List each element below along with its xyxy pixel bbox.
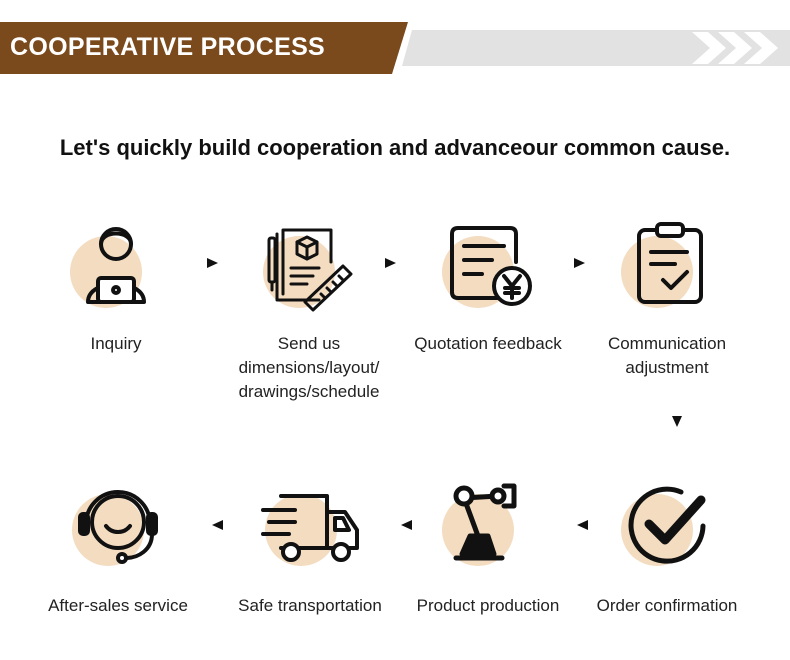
arrow-right-icon [385, 258, 396, 268]
step-label: adjustment [625, 358, 709, 377]
step-label: Send us [277, 334, 341, 353]
step-label: Quotation feedback [414, 334, 562, 353]
headset-icon [72, 490, 158, 566]
step-communication-adjustment: Communication adjustment [579, 222, 755, 380]
blueprint-document-icon [263, 228, 353, 312]
step-label: Product production [416, 596, 560, 615]
step-order-confirmation: Order confirmation [579, 478, 755, 618]
quotation-yen-icon [442, 226, 532, 308]
page-title: COOPERATIVE PROCESS [10, 33, 326, 61]
arrow-down-icon [672, 416, 682, 427]
step-quotation-feedback: Quotation feedback [400, 222, 576, 356]
arrow-left-icon [212, 520, 223, 530]
step-label: Inquiry [90, 334, 142, 353]
arrow-right-icon [207, 258, 218, 268]
arrow-right-icon [574, 258, 585, 268]
step-label: Order confirmation [596, 596, 738, 615]
arrow-left-icon [577, 520, 588, 530]
step-product-production: Product production [400, 478, 576, 618]
arrow-left-icon [401, 520, 412, 530]
step-inquiry: Inquiry [28, 222, 204, 356]
step-label: After-sales service [48, 596, 188, 615]
step-label: dimensions/layout/ [238, 358, 380, 377]
delivery-truck-icon [261, 494, 359, 566]
step-label: Safe transportation [238, 596, 382, 615]
step-safe-transportation: Safe transportation [222, 478, 398, 618]
step-send-dimensions: Send us dimensions/layout/ drawings/sche… [221, 222, 397, 404]
customer-service-laptop-icon [70, 227, 146, 308]
header-banner [0, 22, 790, 74]
check-circle-icon [621, 486, 706, 566]
step-after-sales-service: After-sales service [30, 478, 206, 618]
clipboard-check-icon [621, 222, 703, 308]
step-label: Communication [607, 334, 727, 353]
robot-arm-icon [442, 483, 517, 566]
step-label: drawings/schedule [238, 382, 380, 401]
page-subtitle: Let's quickly build cooperation and adva… [59, 135, 731, 160]
